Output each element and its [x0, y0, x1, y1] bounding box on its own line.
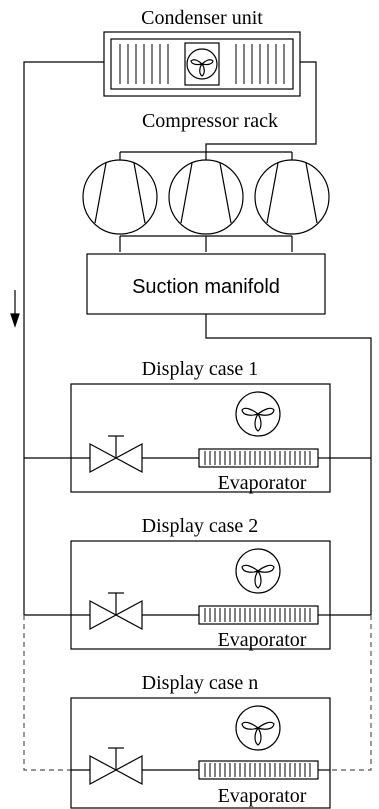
case-title: Display case 2 [142, 515, 259, 537]
discharge-line [205, 61, 317, 152]
compressor-rack [82, 151, 330, 252]
compressor-icon [168, 159, 244, 235]
condenser-label: Condenser unit [141, 7, 263, 29]
expansion-valve-icon [89, 747, 143, 786]
down-arrow-icon [10, 290, 20, 328]
condenser-coil-right [235, 44, 285, 84]
fan-icon [235, 391, 281, 437]
expansion-valve-icon [89, 435, 143, 474]
expansion-valve-icon [89, 592, 143, 631]
condenser-coil-left [119, 44, 169, 84]
fan-icon [184, 42, 220, 86]
fan-icon [235, 548, 281, 594]
evaporator-label: Evaporator [218, 785, 307, 807]
fan-icon [235, 705, 281, 751]
evaporator-coil [198, 448, 319, 468]
case-title: Display case 1 [142, 358, 259, 380]
dashed-line [23, 615, 372, 771]
evaporator-coil [198, 605, 319, 625]
compressor-icon [82, 159, 158, 235]
evaporator-coil [198, 760, 319, 780]
liquid-line [23, 61, 104, 616]
evaporator-label: Evaporator [218, 629, 307, 651]
suction-manifold-label: Suction manifold [132, 276, 280, 298]
condenser-unit [103, 31, 301, 97]
evaporator-label: Evaporator [218, 472, 307, 494]
display-case: Evaporator [70, 383, 331, 494]
compressor-label: Compressor rack [142, 110, 278, 132]
compressor-icon [254, 159, 330, 235]
display-case: Evaporator [70, 697, 331, 809]
display-case: Evaporator [70, 540, 331, 651]
suction-line [205, 314, 372, 616]
case-title: Display case n [142, 672, 259, 694]
